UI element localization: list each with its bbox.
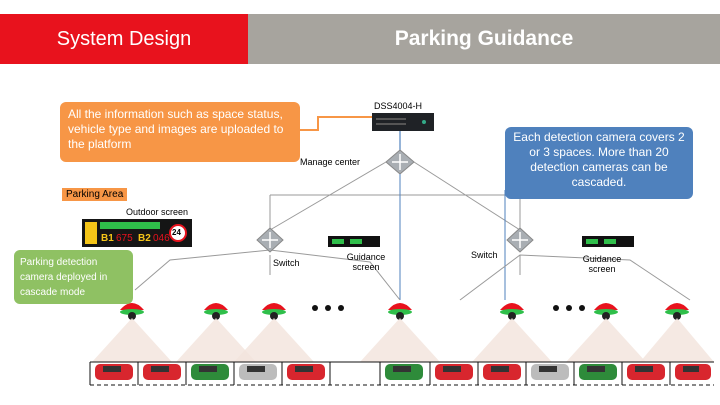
sign-zone2: B2: [138, 233, 151, 244]
camera-icon: [500, 303, 524, 320]
car-icon: [143, 364, 181, 380]
header-right: Parking Guidance: [248, 14, 720, 64]
car-icon: [385, 364, 423, 380]
detection-cameras: [120, 303, 689, 320]
car-icon: [531, 364, 569, 380]
core-to-right-link: [413, 161, 521, 231]
switch-right-label: Switch: [471, 250, 498, 260]
camera-note-text: Each detection camera covers 2 or 3 spac…: [513, 130, 685, 189]
sign-count1: 675: [116, 233, 133, 244]
car-icon: [239, 364, 277, 380]
upload-callout: All the information such as space status…: [60, 102, 300, 162]
server-label: DSS4004-H: [374, 101, 423, 111]
guidance-right-label: Guidance screen: [582, 254, 622, 274]
manage-center-label: Manage center: [300, 157, 361, 167]
system-design-title: System Design: [56, 27, 192, 50]
car-icon: [675, 364, 711, 380]
outdoor-screen-label: Outdoor screen: [126, 207, 189, 217]
camera-icon: [665, 303, 689, 320]
camera-icon: [594, 303, 618, 320]
camera-icon: [388, 303, 412, 320]
header-left: System Design: [0, 14, 248, 64]
car-icon: [287, 364, 325, 380]
upload-line: [300, 116, 372, 131]
parked-cars: [95, 364, 711, 380]
parking-lot: [89, 361, 714, 386]
sign-count2: 046: [153, 233, 170, 244]
sign-zone1: B1: [101, 233, 114, 244]
upload-note-text: All the information such as space status…: [68, 107, 284, 151]
cascade-note-text: Parking detection camera deployed in cas…: [20, 257, 108, 298]
parking-guidance-title: Parking Guidance: [394, 27, 574, 50]
guidance-screen-right: [582, 236, 634, 247]
ellipsis-dots: [312, 305, 585, 311]
switch-left-icon: [256, 227, 284, 253]
outdoor-screen-sign: [82, 219, 192, 247]
camera-icon: [204, 303, 228, 320]
car-icon: [579, 364, 617, 380]
car-icon: [435, 364, 473, 380]
dss-server: [372, 113, 434, 131]
switch-right-icon: [506, 227, 534, 253]
car-icon: [191, 364, 229, 380]
core-to-switches: [269, 174, 521, 230]
core-to-left-link: [269, 161, 387, 231]
car-icon: [95, 364, 133, 380]
camera-bus-right: [459, 254, 691, 301]
camera-icon: [120, 303, 144, 320]
camera-icon: [262, 303, 286, 320]
camera-callout: Each detection camera covers 2 or 3 spac…: [505, 127, 693, 199]
sign-speed: 24: [172, 228, 181, 237]
guidance-screen-left: [328, 236, 380, 247]
cascade-callout: Parking detection camera deployed in cas…: [14, 250, 133, 304]
car-icon: [483, 364, 521, 380]
coverage-cones: [92, 318, 714, 362]
guidance-left-label: Guidance screen: [346, 252, 386, 272]
switch-left-label: Switch: [273, 258, 300, 268]
car-icon: [627, 364, 665, 380]
parking-area-label: Parking Area: [62, 188, 128, 201]
core-switch-icon: [385, 149, 415, 175]
